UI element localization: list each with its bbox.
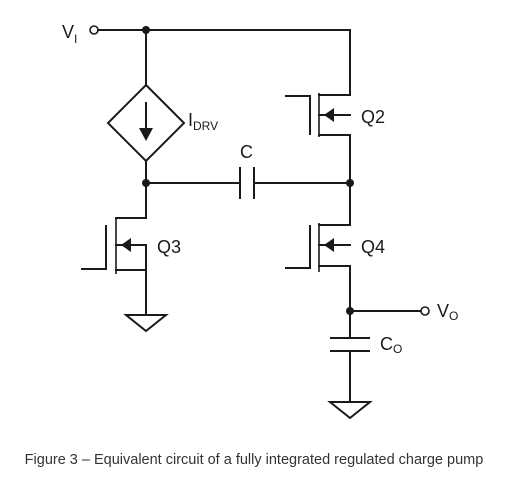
q3-label: Q3 bbox=[157, 237, 181, 257]
charge-pump-schematic: VI IDRV C Q2 Q3 Q4 VO CO bbox=[62, 22, 458, 420]
junction-right-node bbox=[346, 179, 354, 187]
left-node-wire bbox=[125, 160, 241, 219]
vo-output-terminal bbox=[420, 306, 430, 316]
q4-label: Q4 bbox=[361, 237, 385, 257]
capacitor-c-label: C bbox=[240, 142, 253, 162]
vi-rail-wire bbox=[97, 29, 351, 96]
vi-label: VI bbox=[62, 22, 77, 46]
junction-left-node bbox=[142, 179, 150, 187]
q2-transistor bbox=[285, 93, 351, 137]
junction-top bbox=[142, 26, 150, 34]
flying-capacitor-c bbox=[239, 167, 351, 199]
figure-caption: Figure 3 – Equivalent circuit of a fully… bbox=[24, 452, 484, 468]
ground-symbol-left bbox=[123, 314, 169, 333]
vi-input-terminal bbox=[89, 25, 99, 35]
output-capacitor-co bbox=[330, 337, 370, 403]
co-label: CO bbox=[380, 334, 402, 356]
q2-label: Q2 bbox=[361, 107, 385, 127]
idrv-label: IDRV bbox=[188, 110, 218, 133]
output-wire bbox=[349, 265, 422, 339]
q3-transistor bbox=[81, 217, 147, 274]
idrv-current-source bbox=[106, 83, 186, 163]
junction-output bbox=[346, 307, 354, 315]
q4-transistor bbox=[285, 223, 351, 272]
ground-symbol-right bbox=[327, 401, 373, 420]
vo-label: VO bbox=[437, 301, 458, 323]
